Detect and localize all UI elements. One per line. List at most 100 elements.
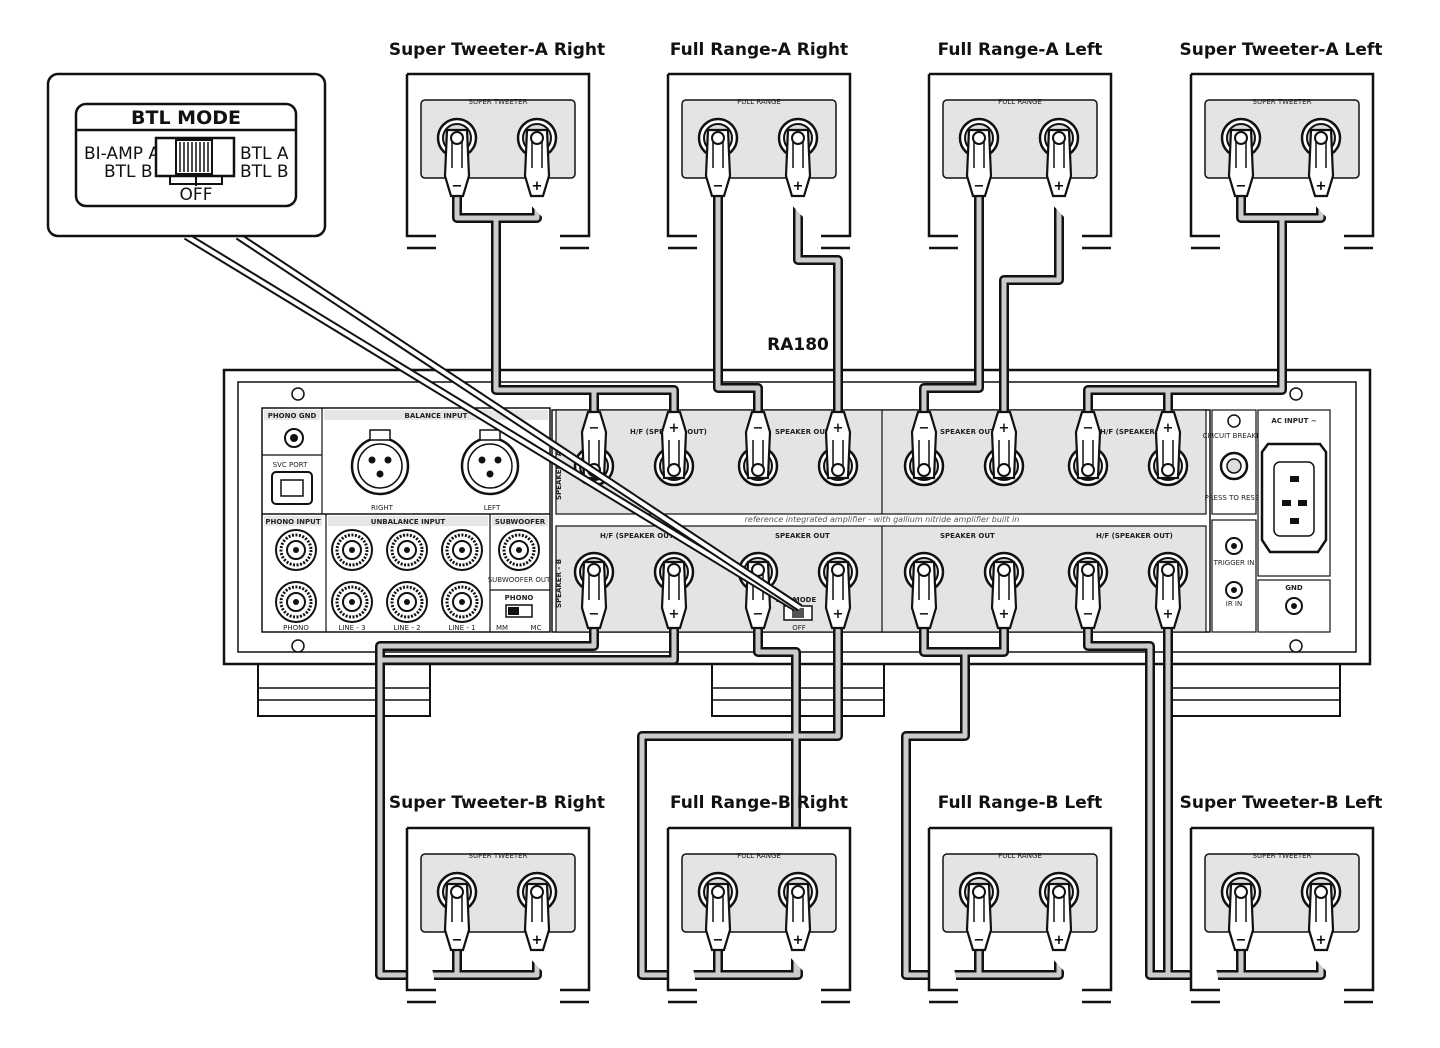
mark-minus: − [753, 607, 764, 622]
mark-minus: − [1083, 421, 1094, 436]
speaker-full-range-b-left: Full Range-B Left FULL RANGE − + [927, 793, 1113, 1004]
panel-label: SUPER TWEETER [1253, 852, 1312, 860]
amp-polarity-marks: − + − + − + − + − + − + − + − + [589, 421, 1174, 622]
label-speaker-a: SPEAKER - A [555, 450, 563, 500]
speaker-title: Super Tweeter-B Left [1180, 793, 1383, 813]
line2-r-jack[interactable] [385, 580, 429, 624]
line2-l-jack[interactable] [385, 528, 429, 572]
label-subwoofer-out: SUBWOOFER OUT [488, 576, 551, 584]
power-panel: CIRCUIT BREAKER PRESS TO RESET TRIGGER I… [1203, 409, 1331, 633]
speaker-super-tweeter-b-right: Super Tweeter-B Right SUPER TWEETER − + [389, 793, 605, 1004]
callout-title: BTL MODE [131, 107, 241, 129]
mark-minus: − [452, 933, 463, 948]
label-hf-out-a-left: H/F (SPEAKER OUT) [1100, 428, 1177, 436]
label-circuit-breaker: CIRCUIT BREAKER [1203, 432, 1266, 440]
speaker-title: Full Range-A Right [670, 40, 848, 60]
label-subwoofer: SUBWOOFER [495, 518, 546, 526]
line3-r-jack[interactable] [330, 580, 374, 624]
mark-minus: − [1083, 607, 1094, 622]
label-speaker-out-b-right: SPEAKER OUT [775, 532, 830, 540]
cables-bottom [375, 610, 1326, 980]
label-right: RIGHT [371, 504, 394, 512]
cables-top [452, 190, 1326, 430]
line3-l-jack[interactable] [330, 528, 374, 572]
label-mc: MC [531, 624, 542, 632]
speaker-super-tweeter-a-left: Super Tweeter-A Left SUPER TWEETER − + [1180, 40, 1383, 250]
label-ir-in: IR IN [1226, 600, 1242, 608]
mark-minus: − [974, 933, 985, 948]
mark-minus: − [589, 607, 600, 622]
callout-bottom: OFF [180, 185, 213, 205]
mark-plus: + [1163, 607, 1174, 622]
amp-model-label: RA180 [767, 335, 829, 355]
panel-label: FULL RANGE [737, 852, 781, 860]
speaker-title: Full Range-B Left [938, 793, 1103, 813]
mark-plus: + [1054, 179, 1065, 194]
mark-plus: + [1316, 179, 1327, 194]
mark-plus: + [1163, 421, 1174, 436]
label-balance-input: BALANCE INPUT [405, 412, 468, 420]
callout-left-bottom: BTL B [104, 162, 153, 182]
mark-plus: + [793, 933, 804, 948]
btl-mode-callout: BTL MODE BI-AMP A BTL B BTL A BTL B OFF [46, 72, 803, 612]
line1-r-jack[interactable] [440, 580, 484, 624]
label-speaker-out-b-left: SPEAKER OUT [940, 532, 995, 540]
label-btl-mode-panel: BTL MODE [776, 596, 817, 604]
mark-plus: + [1054, 933, 1065, 948]
panel-label: FULL RANGE [737, 98, 781, 106]
mark-plus: + [669, 421, 680, 436]
label-mm: MM [496, 624, 508, 632]
mark-plus: + [999, 421, 1010, 436]
label-phono-switch: PHONO [505, 594, 534, 602]
mark-plus: + [669, 607, 680, 622]
speaker-full-range-a-right: Full Range-A Right FULL RANGE − + [666, 40, 852, 250]
speaker-title: Super Tweeter-A Left [1180, 40, 1383, 60]
mark-plus: + [833, 421, 844, 436]
mark-minus: − [1236, 933, 1247, 948]
speakers-top: Super Tweeter-A Right SUPER TWEETER − + … [389, 40, 1383, 250]
speaker-super-tweeter-b-left: Super Tweeter-B Left SUPER TWEETER − + [1180, 793, 1383, 1004]
label-hf-out-b-right: H/F (SPEAKER OUT) [600, 532, 677, 540]
mark-plus: + [532, 179, 543, 194]
mark-minus: − [919, 421, 930, 436]
mark-plus: + [793, 179, 804, 194]
line1-l-jack[interactable] [440, 528, 484, 572]
mark-plus: + [532, 933, 543, 948]
label-off-panel: OFF [792, 624, 806, 632]
callout-right-bottom: BTL B [240, 162, 289, 182]
amp-tagline: reference integrated amplifier - with ga… [745, 515, 1020, 524]
label-speaker-out-a-left: SPEAKER OUT [940, 428, 995, 436]
mark-plus: + [999, 607, 1010, 622]
label-phono-gnd: PHONO GND [268, 412, 317, 420]
panel-label: SUPER TWEETER [1253, 98, 1312, 106]
panel-label: SUPER TWEETER [469, 852, 528, 860]
mark-minus: − [452, 179, 463, 194]
phono-r-jack[interactable] [274, 580, 318, 624]
mark-minus: − [919, 607, 930, 622]
input-panel: PHONO GND BALANCE INPUT SVC PORT RIGHT L… [261, 407, 551, 633]
mark-minus: − [974, 179, 985, 194]
label-hf-out-b-left: H/F (SPEAKER OUT) [1096, 532, 1173, 540]
mark-minus: − [589, 421, 600, 436]
speaker-full-range-a-left: Full Range-A Left FULL RANGE − + [927, 40, 1113, 250]
phono-l-jack[interactable] [274, 528, 318, 572]
label-unbalance-input: UNBALANCE INPUT [371, 518, 446, 526]
panel-label: SUPER TWEETER [469, 98, 528, 106]
subwoofer-out-jack[interactable] [497, 528, 541, 572]
mark-plus: + [1316, 933, 1327, 948]
label-gnd: GND [1285, 584, 1303, 592]
callout-left-top: BI-AMP A [84, 144, 160, 164]
panel-label: FULL RANGE [998, 98, 1042, 106]
label-left: LEFT [484, 504, 501, 512]
speaker-title: Full Range-A Left [938, 40, 1103, 60]
mark-plus: + [833, 607, 844, 622]
mark-minus: − [1236, 179, 1247, 194]
mark-minus: − [713, 179, 724, 194]
mark-minus: − [713, 933, 724, 948]
panel-label: FULL RANGE [998, 852, 1042, 860]
label-press-to-reset: PRESS TO RESET [1204, 494, 1264, 502]
mark-minus: − [753, 421, 764, 436]
label-line2: LINE - 2 [393, 624, 420, 632]
label-speaker-b: SPEAKER - B [555, 559, 563, 608]
